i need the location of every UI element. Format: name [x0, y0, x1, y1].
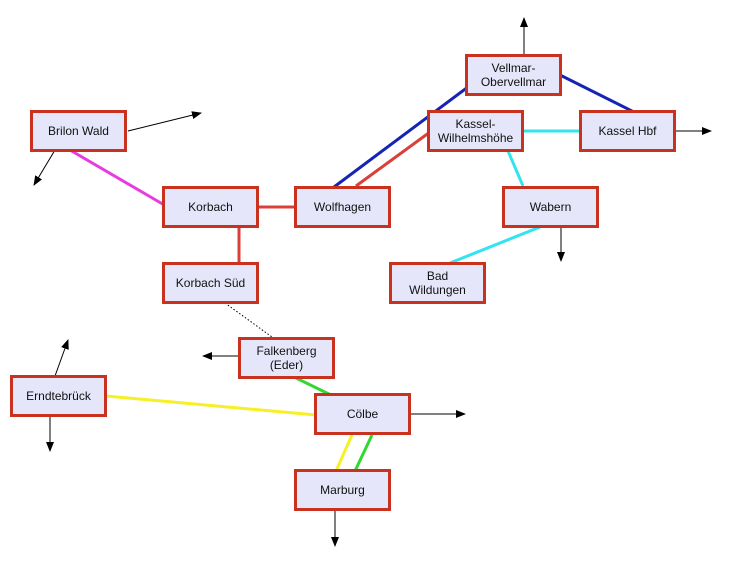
station-erndtebrueck: Erndtebrück	[10, 375, 107, 417]
station-korbach-sued: Korbach Süd	[162, 262, 259, 304]
station-label: Bad Wildungen	[409, 269, 466, 297]
station-label: Kassel- Wilhelmshöhe	[437, 117, 514, 145]
station-kassel-hbf: Kassel Hbf	[579, 110, 676, 152]
edge-wolfhagen-wilhelmshoehe	[355, 130, 431, 188]
station-label: Marburg	[320, 483, 365, 497]
station-wabern: Wabern	[502, 186, 599, 228]
station-wolfhagen: Wolfhagen	[294, 186, 391, 228]
station-coelbe: Cölbe	[314, 393, 411, 435]
station-vellmar-obervellmar: Vellmar- Obervellmar	[465, 54, 562, 96]
station-label: Wabern	[529, 200, 572, 214]
edge-korbachsued-falkenberg	[224, 302, 273, 338]
station-label: Korbach Süd	[175, 276, 246, 290]
station-label: Vellmar- Obervellmar	[480, 61, 547, 89]
edge-wilhelmshoehe-wabern	[506, 150, 525, 187]
edge-coelbe-marburg-green	[353, 434, 374, 472]
station-label: Erndtebrück	[26, 389, 91, 403]
station-bad-wildungen: Bad Wildungen	[389, 262, 486, 304]
edge-vellmar-kasselhbf	[559, 73, 637, 115]
edge-brilon-korbach	[69, 148, 167, 208]
edge-erndtebrueck-coelbe	[105, 394, 317, 417]
station-label: Falkenberg (Eder)	[256, 344, 317, 372]
station-label: Brilon Wald	[48, 124, 109, 138]
edge-coelbe-marburg-yellow	[334, 434, 354, 472]
station-brilon-wald: Brilon Wald	[30, 110, 127, 152]
station-marburg: Marburg	[294, 469, 391, 511]
station-korbach: Korbach	[162, 186, 259, 228]
station-label: Kassel Hbf	[598, 124, 657, 138]
arrow-brilon-southwest	[33, 149, 56, 186]
edge-wabern-badwildungen	[449, 225, 541, 265]
station-label: Korbach	[188, 200, 233, 214]
station-kassel-wilhelmshoehe: Kassel- Wilhelmshöhe	[427, 110, 524, 152]
edge-wolfhagen-vellmar	[333, 73, 485, 189]
station-falkenberg-eder: Falkenberg (Eder)	[238, 337, 335, 379]
arrow-erndtebrueck-north	[54, 339, 69, 377]
station-label: Cölbe	[346, 407, 379, 421]
arrow-brilon-east	[127, 111, 202, 132]
station-label: Wolfhagen	[313, 200, 372, 214]
